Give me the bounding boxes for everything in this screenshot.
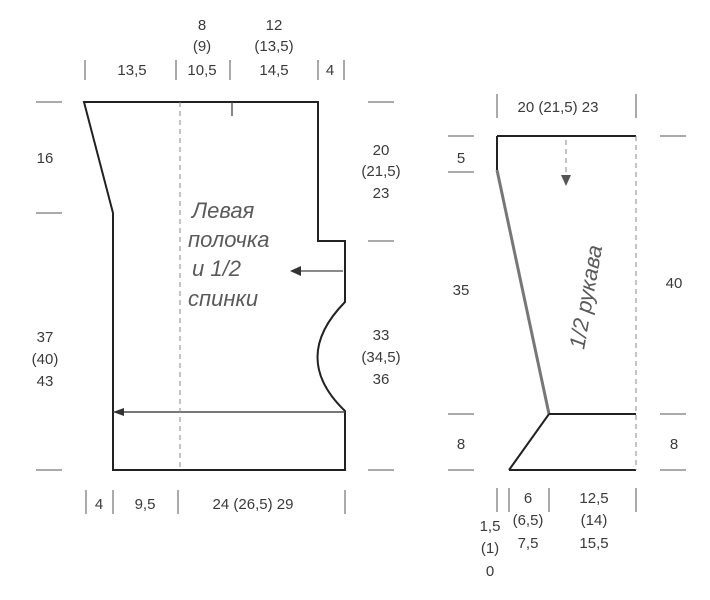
- front-title-line-3: и 1/2: [192, 256, 241, 281]
- sleeve-bottom-7-5: 7,5: [518, 535, 539, 552]
- front-title-line-1: Левая: [190, 198, 255, 223]
- pointer-arrow-head: [290, 266, 301, 276]
- bottom-dim-9-5: 9,5: [135, 496, 156, 513]
- top-dim-14-5: 14,5: [259, 62, 288, 79]
- sleeve-bottom-6: 6: [524, 490, 532, 507]
- sleeve-bottom-0: 0: [486, 563, 494, 580]
- left-dim-37: 37: [37, 329, 54, 346]
- left-dim-40: (40): [32, 351, 59, 368]
- sleeve-bottom-15-5: 15,5: [579, 535, 608, 552]
- sleeve-bottom-1-5: 1,5: [480, 518, 501, 535]
- right-dim-36: 36: [373, 371, 390, 388]
- sleeve-slope: [495, 169, 551, 415]
- sleeve-title: 1/2 рукава: [564, 243, 607, 351]
- right-dim-23: 23: [373, 185, 390, 202]
- sleeve-bottom-6-5: (6,5): [513, 512, 544, 529]
- sleeve-piece: 1/2 рукава 20 (21,5) 23 5 35 8 40 8 1,5 …: [448, 94, 686, 580]
- sleeve-left-dim-8: 8: [457, 436, 465, 453]
- top-dim-12: 12: [266, 17, 283, 34]
- sleeve-top-dim: 20 (21,5) 23: [518, 99, 599, 116]
- sleeve-bottom-1: (1): [481, 540, 499, 557]
- sleeve-right-dim-8: 8: [670, 436, 678, 453]
- sleeve-right-dim-40: 40: [666, 275, 683, 292]
- top-dim-13-5-main: 13,5: [117, 62, 146, 79]
- sleeve-down-arrow-head: [561, 175, 571, 186]
- sleeve-left-dim-5: 5: [457, 150, 465, 167]
- sleeve-bottom-12-5: 12,5: [579, 490, 608, 507]
- left-dim-16: 16: [37, 150, 54, 167]
- sleeve-bottom-14: (14): [581, 512, 608, 529]
- bottom-dim-24: 24 (26,5) 29: [213, 496, 294, 513]
- left-dim-43: 43: [37, 373, 54, 390]
- sleeve-left-dim-35: 35: [453, 282, 470, 299]
- bottom-dim-4: 4: [95, 496, 103, 513]
- right-dim-21-5: (21,5): [361, 163, 400, 180]
- front-title-line-4: спинки: [188, 286, 258, 311]
- front-piece-outline: [82, 101, 346, 471]
- front-title-line-2: полочка: [188, 227, 270, 252]
- top-dim-10-5: 10,5: [187, 62, 216, 79]
- top-dim-9: (9): [193, 38, 211, 55]
- sleeve-cuff-slope: [508, 413, 550, 471]
- top-dim-4: 4: [326, 62, 334, 79]
- top-dim-8: 8: [198, 17, 206, 34]
- front-back-piece: Левая полочка и 1/2 спинки 8 12 (9) (13,…: [32, 17, 401, 514]
- right-dim-34-5: (34,5): [361, 349, 400, 366]
- top-dim-13-5: (13,5): [254, 38, 293, 55]
- right-dim-33: 33: [373, 327, 390, 344]
- right-dim-20: 20: [373, 142, 390, 159]
- ribbing-arrow-head: [113, 408, 124, 416]
